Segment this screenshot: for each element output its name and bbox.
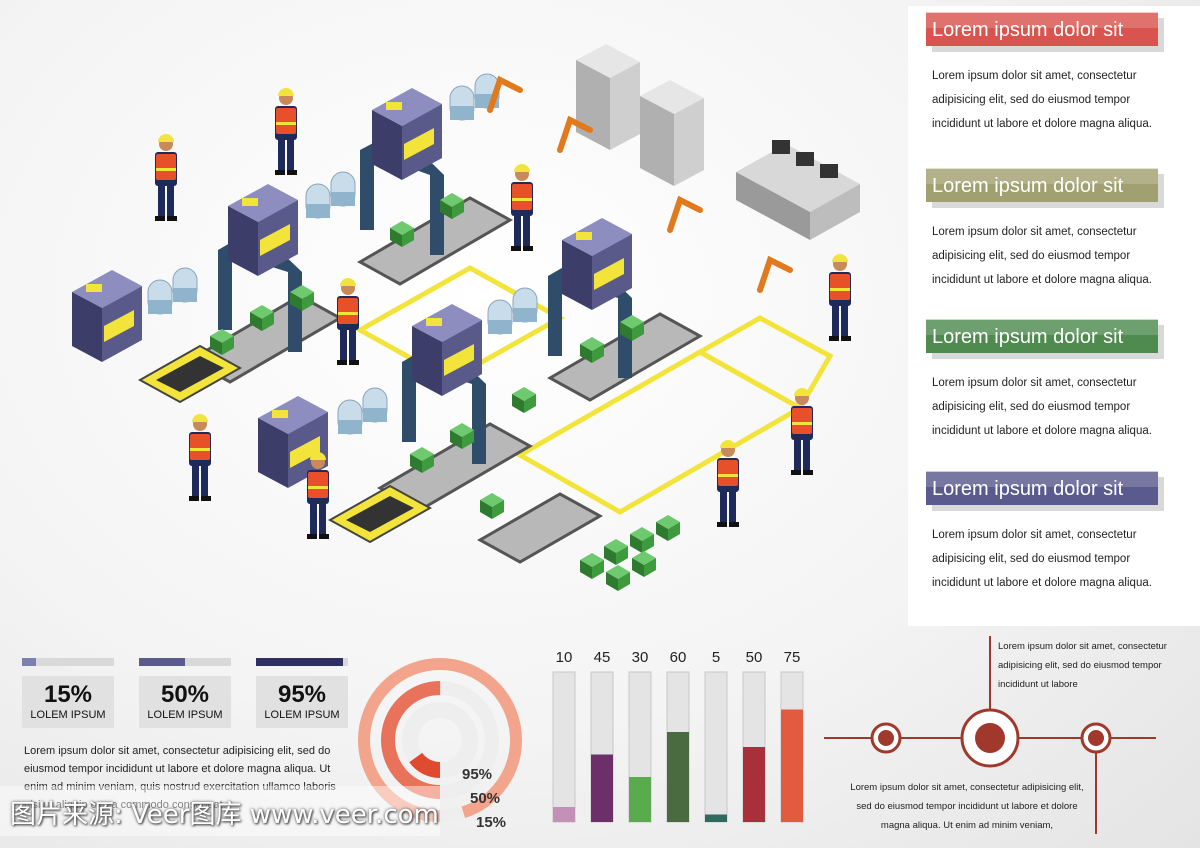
- bar-chart: 10 45 30 60 5 50 75: [552, 649, 804, 823]
- timeline-graphic: [824, 636, 1156, 834]
- info-block-text: Lorem ipsum dolor sit amet, consectetur …: [932, 226, 1152, 286]
- bar: [667, 732, 689, 822]
- timeline-bottom-text: Lorem ipsum dolor sit amet, consectetur …: [850, 782, 1084, 831]
- bar: [743, 747, 765, 822]
- info-block-text: Lorem ipsum dolor sit amet, consectetur …: [932, 529, 1152, 589]
- bar: [591, 754, 613, 822]
- donut-arc-1: [358, 658, 522, 822]
- stat-box-1: 15% LOLEM IPSUM: [22, 676, 114, 728]
- stat-percent: 50%: [160, 681, 210, 708]
- timeline-node-2-core: [975, 723, 1005, 753]
- timeline-node-3-core: [1088, 730, 1104, 746]
- bar-track: [704, 671, 728, 823]
- stat-label: LOLEM IPSUM: [264, 709, 340, 721]
- bar-value-label: 5: [712, 649, 720, 666]
- watermark-text: 图片来源: Veer图库 www.veer.com: [10, 800, 439, 830]
- stat-bar-2: [139, 658, 231, 666]
- bar-value-label: 60: [670, 649, 687, 666]
- bar-value-label: 50: [746, 649, 763, 666]
- info-block-title: Lorem ipsum dolor sit: [926, 319, 1158, 353]
- donut-arc-2: [381, 681, 499, 799]
- timeline-node-1-core: [878, 730, 894, 746]
- bar: [781, 709, 803, 822]
- donut-label-1: 95%: [462, 766, 493, 783]
- bar-value-label: 75: [784, 649, 801, 666]
- watermark: 图片来源: Veer图库 www.veer.com: [0, 786, 440, 836]
- hoppers: [137, 344, 433, 544]
- bar: [553, 807, 575, 822]
- bar-value-label: 45: [594, 649, 611, 666]
- stat-box-2: 50% LOLEM IPSUM: [139, 676, 231, 728]
- server-racks: [576, 44, 704, 186]
- stat-percent: 95%: [277, 681, 327, 708]
- info-panel: Lorem ipsum dolor sit Lorem ipsum dolor …: [908, 6, 1200, 626]
- timeline-top-text: Lorem ipsum dolor sit amet, consectetur …: [998, 641, 1167, 690]
- bottom-paragraph: Lorem ipsum dolor sit amet, consectetur …: [24, 745, 336, 811]
- info-block-text: Lorem ipsum dolor sit amet, consectetur …: [932, 70, 1152, 130]
- bar-value-label: 30: [632, 649, 649, 666]
- info-block-title: Lorem ipsum dolor sit: [926, 168, 1158, 202]
- donut-label-2: 50%: [470, 790, 501, 807]
- donut-arc-3: [402, 702, 478, 778]
- factory-illustration: [72, 44, 860, 591]
- donut-label-3: 15%: [476, 814, 507, 831]
- robot-arms: [487, 75, 793, 293]
- info-block-title: Lorem ipsum dolor sit: [926, 471, 1158, 505]
- stat-label: LOLEM IPSUM: [30, 709, 106, 721]
- bar-value-label: 10: [556, 649, 573, 666]
- bar: [629, 777, 651, 822]
- stat-box-3: 95% LOLEM IPSUM: [256, 676, 348, 728]
- stat-bar-1: [22, 658, 114, 666]
- bar-track: [552, 671, 576, 823]
- info-block-text: Lorem ipsum dolor sit amet, consectetur …: [932, 377, 1152, 437]
- stat-percent: 15%: [43, 681, 93, 708]
- stat-bar-3: [256, 658, 348, 666]
- bar: [705, 814, 727, 822]
- stat-label: LOLEM IPSUM: [147, 709, 223, 721]
- info-block-title: Lorem ipsum dolor sit: [926, 12, 1158, 46]
- computer-desk: [736, 140, 860, 240]
- concentric-donut-chart: [358, 658, 522, 822]
